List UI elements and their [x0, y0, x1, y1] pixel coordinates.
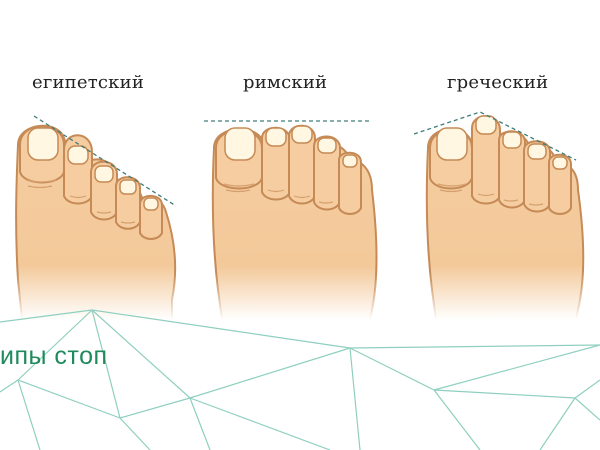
- guide-line-greek: [413, 111, 577, 161]
- foot-greek: [413, 111, 585, 321]
- label-greek: греческий: [447, 72, 549, 93]
- caption-title: ипы стоп: [0, 342, 108, 370]
- nail-icon: [27, 127, 59, 161]
- foot-roman: [204, 120, 378, 321]
- label-egyptian: египетский: [32, 72, 145, 93]
- guide-line-egyptian: [33, 115, 177, 207]
- foot-egyptian: [15, 115, 177, 321]
- mesh-network-decoration: [0, 309, 600, 450]
- label-roman: римский: [243, 72, 328, 93]
